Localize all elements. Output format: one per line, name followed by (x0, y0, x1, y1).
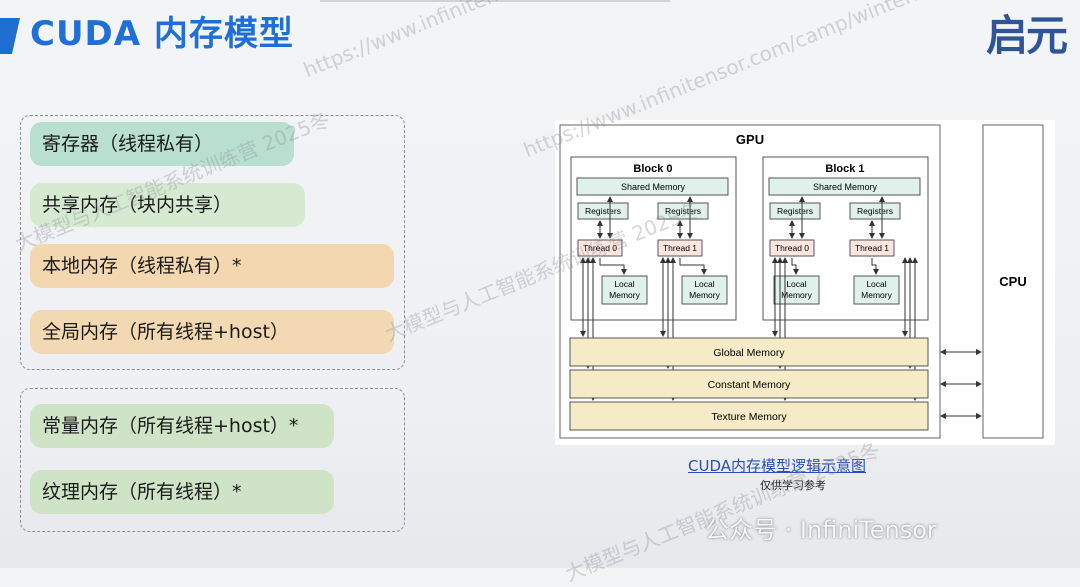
block-0-registers-0 (577, 202, 629, 220)
block-0-local-memory-1 (681, 275, 728, 305)
block-0-local-1-label-a: Local (694, 279, 714, 289)
constant-memory-item: 常量内存（所有线程+host）* (30, 404, 334, 448)
block-0-label: Block 0 (633, 163, 672, 175)
memory-group-2 (20, 388, 405, 532)
arrow (871, 258, 879, 275)
block-1-thread-0 (769, 239, 815, 257)
block-0-thread-1 (657, 239, 703, 257)
block-1: Block 1 Shared Memory Registers Register… (762, 156, 929, 401)
block-0-registers-0-label: Registers (585, 206, 621, 216)
texture-memory-bar (569, 401, 929, 431)
watermark-url: https://www.infinitensor.com/camp/winter… (300, 0, 743, 82)
arrow (679, 258, 707, 275)
block-0-local-memory-0 (601, 275, 648, 305)
diagram-svg: GPU CPU Block 0 Shared Memory Registers … (559, 124, 1044, 439)
block-1-thread-1 (849, 239, 895, 257)
diagram-caption[interactable]: CUDA内存模型逻辑示意图 (688, 457, 867, 475)
block-1-local-memory-1 (853, 275, 900, 305)
brand-logo: 启元 (985, 11, 1068, 60)
block-1-local-1-label-a: Local (866, 279, 886, 289)
block-1-registers-0-label: Registers (777, 206, 813, 216)
arrow (791, 258, 799, 275)
slide-title: CUDA 内存模型 (30, 14, 294, 54)
block-0-registers-1-label: Registers (665, 206, 701, 216)
block-0-local-0-label-b: Memory (609, 290, 640, 300)
constant-memory-bar (569, 369, 929, 399)
block-0-thread-1-label: Thread 1 (663, 243, 697, 253)
cpu-box (982, 124, 1044, 439)
block-1-local-0-label-a: Local (786, 279, 806, 289)
shared-memory-item: 共享内存（块内共享） (30, 183, 305, 227)
cpu-label: CPU (999, 274, 1026, 289)
global-memory-label: Global Memory (713, 347, 785, 359)
block-0-registers-1 (657, 202, 709, 220)
texture-memory-label: Texture Memory (711, 411, 787, 423)
block-1-thread-0-label: Thread 0 (775, 243, 809, 253)
global-memory-bar (569, 337, 929, 367)
arrow (599, 258, 627, 275)
block-0-shared-memory (576, 177, 729, 196)
block-1-registers-1-label: Registers (857, 206, 893, 216)
gpu-label: GPU (736, 132, 764, 147)
memory-group-1 (20, 115, 405, 370)
top-divider (320, 0, 670, 2)
global-memory-item: 全局内存（所有线程+host） (30, 310, 394, 354)
block-0: Block 0 Shared Memory Registers Register… (570, 156, 737, 401)
block-1-shared-memory (768, 177, 921, 196)
block-0-local-0-label-a: Local (614, 279, 634, 289)
block-1-label: Block 1 (825, 163, 864, 175)
block-1-thread-1-label: Thread 1 (855, 243, 889, 253)
block-0-local-1-label-b: Memory (689, 290, 720, 300)
block-0-shared-label: Shared Memory (621, 182, 686, 192)
wechat-watermark: 公众号 · InfiniTensor (705, 516, 937, 544)
block-1-local-0-label-b: Memory (781, 290, 812, 300)
texture-memory-item: 纹理内存（所有线程）* (30, 470, 334, 514)
cuda-memory-diagram: GPU CPU Block 0 Shared Memory Registers … (555, 120, 1055, 445)
block-1-shared-label: Shared Memory (813, 182, 878, 192)
block-1-registers-0 (769, 202, 821, 220)
block-0-thread-0 (577, 239, 623, 257)
block-0-thread-0-label: Thread 0 (583, 243, 617, 253)
local-memory-item: 本地内存（线程私有）* (30, 244, 394, 288)
constant-memory-label: Constant Memory (708, 379, 792, 391)
register-memory-item: 寄存器（线程私有） (30, 122, 294, 166)
title-accent-shape (0, 18, 20, 54)
diagram-subcaption: 仅供学习参考 (760, 479, 826, 492)
block-1-registers-1 (849, 202, 901, 220)
block-1-local-1-label-b: Memory (861, 290, 892, 300)
